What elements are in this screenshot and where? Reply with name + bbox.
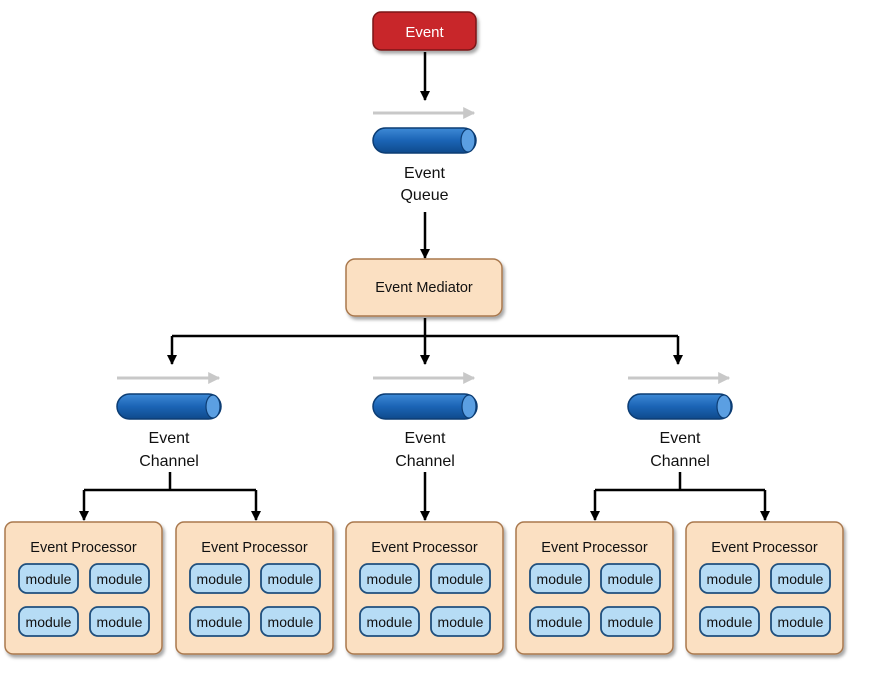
module-box [430,606,491,637]
module-box [359,606,420,637]
event-node [372,11,477,51]
module-box [89,606,150,637]
event-processor-title: Event Processor [371,540,478,556]
module-label: module [367,614,413,630]
module-label: module [197,571,243,587]
module-label: module [608,614,654,630]
module-box [600,563,661,594]
event-processor-title: Event Processor [30,540,137,556]
event-channel-2-label-line1: Event [405,430,446,447]
module-label: module [537,614,583,630]
module-label: module [438,614,484,630]
event-processor-2: Event Processor module module module module [175,521,334,655]
module-label: module [268,571,314,587]
module-label: module [537,571,583,587]
module-box [260,563,321,594]
event-processor-title: Event Processor [541,540,648,556]
module-label: module [97,614,143,630]
event-channel-2-pipe [372,393,478,420]
event-processor-4: Event Processor module module module module [515,521,674,655]
module-box [189,606,250,637]
event-queue-pipe [372,127,477,154]
module-label: module [197,614,243,630]
event-processor-3: Event Processor module module module module [345,521,504,655]
module-box [18,606,79,637]
module-box [430,563,491,594]
event-channel-3: Event Channel [627,393,733,470]
module-label: module [26,571,72,587]
module-label: module [608,571,654,587]
connectors [79,52,770,521]
event-label: Event [405,24,444,41]
module-box [529,563,590,594]
module-box [600,606,661,637]
event-channel-3-pipe [627,393,733,420]
module-box [699,563,760,594]
module-label: module [778,571,824,587]
event-queue-label-line1: Event [404,165,445,182]
flow-direction-arrows [117,107,731,384]
module-box [770,563,831,594]
module-box [359,563,420,594]
module-label: module [438,571,484,587]
module-label: module [268,614,314,630]
event-mediator-node [345,258,503,317]
event-processor-1: Event Processor module module module module [4,521,163,655]
event-channel-2-label-line2: Channel [395,453,455,470]
event-channel-3-label-line2: Channel [650,453,710,470]
event-queue-label-line2: Queue [400,187,448,204]
event-channel-1-pipe [116,393,222,420]
module-label: module [707,571,753,587]
event-channel-2-pipe-end [461,394,477,419]
event-mediator-label: Event Mediator [375,280,473,296]
event-channel-2: Event Channel [372,393,478,470]
module-box [89,563,150,594]
event-box [372,11,477,51]
event-channel-3-pipe-end [716,394,732,419]
module-label: module [707,614,753,630]
event-channel-1-pipe-end [205,394,221,419]
event-channel-3-label-line1: Event [660,430,701,447]
module-label: module [778,614,824,630]
module-box [699,606,760,637]
module-box [770,606,831,637]
event-channel-1: Event Channel [116,393,222,470]
module-label: module [26,614,72,630]
event-processor-title: Event Processor [201,540,308,556]
module-box [189,563,250,594]
module-box [18,563,79,594]
event-processor-title: Event Processor [711,540,818,556]
module-label: module [367,571,413,587]
event-processor-5: Event Processor module module module module [685,521,844,655]
module-box [529,606,590,637]
module-label: module [97,571,143,587]
module-box [260,606,321,637]
event-channel-1-label-line1: Event [149,430,190,447]
event-mediator-box [345,258,503,317]
event-channel-1-label-line2: Channel [139,453,199,470]
